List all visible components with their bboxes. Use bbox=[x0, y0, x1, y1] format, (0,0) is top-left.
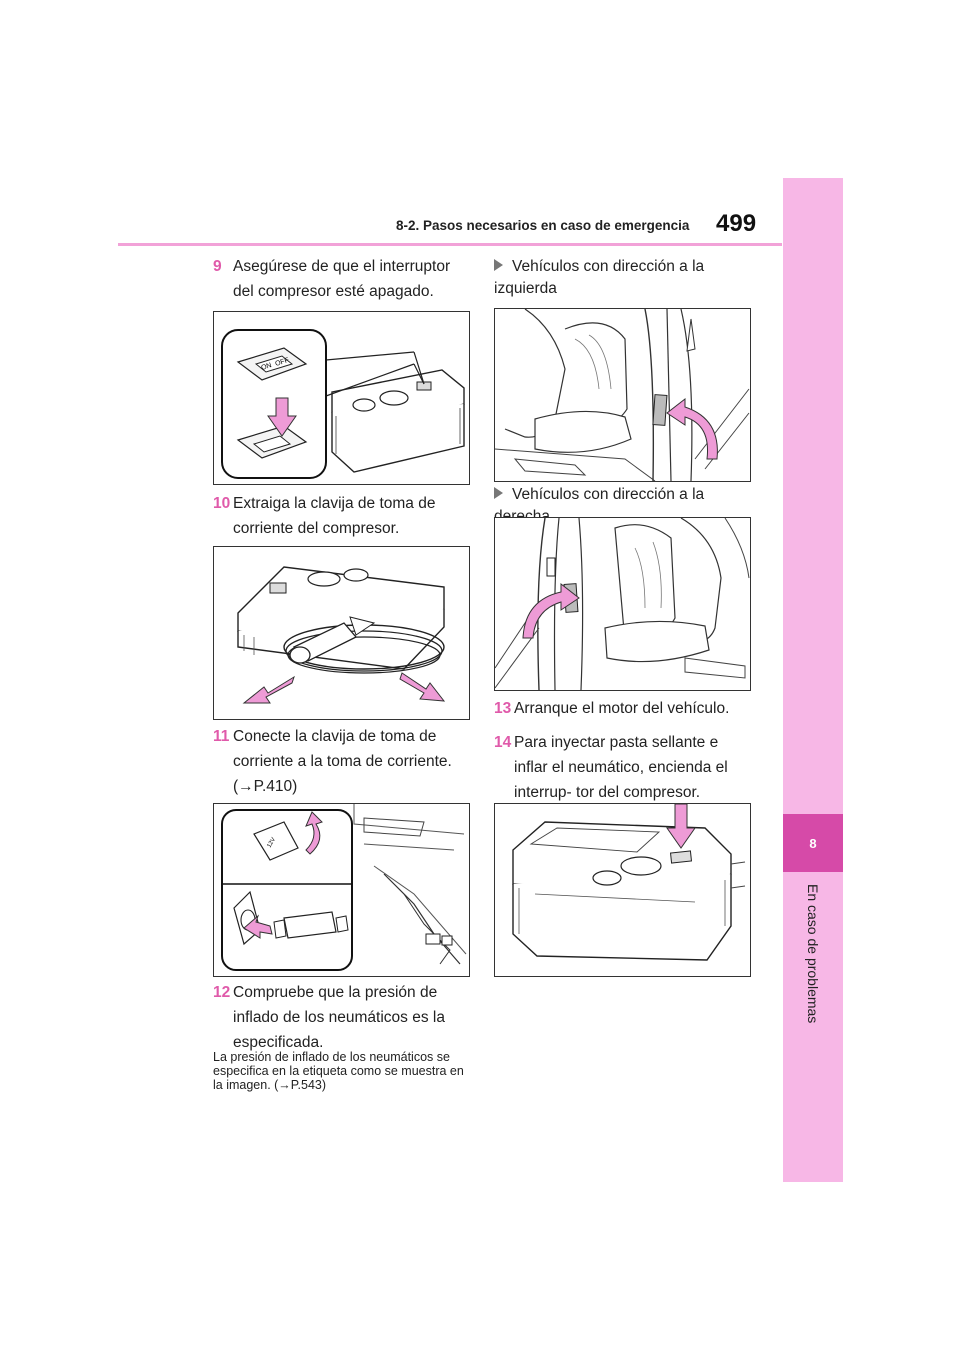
figure-rhd-door-label bbox=[494, 517, 751, 691]
pressure-note: La presión de inflado de los neumáticos … bbox=[213, 1050, 464, 1092]
step-text: Conecte la clavija de toma de corriente … bbox=[233, 728, 452, 795]
remove-plug-illustration bbox=[237, 566, 446, 704]
step-text: Asegúrese de que el interruptor del comp… bbox=[233, 258, 451, 300]
rhd-door-illustration bbox=[495, 518, 750, 690]
step-text: Extraiga la clavija de toma de corriente… bbox=[233, 495, 436, 537]
step-14: 14 Para inyectar pasta sellante e inflar… bbox=[494, 730, 756, 805]
step-number: 10 bbox=[213, 495, 231, 512]
switch-off-label: OFF bbox=[274, 357, 289, 368]
step-text: Para inyectar pasta sellante e inflar el… bbox=[514, 734, 728, 801]
switch-on-illustration bbox=[512, 804, 746, 961]
step-text: Arranque el motor del vehículo. bbox=[514, 700, 730, 717]
switch-on-label: ON bbox=[260, 362, 272, 372]
step-12: 12 Compruebe que la presión de inflado d… bbox=[213, 980, 463, 1055]
chapter-title: En caso de problemas bbox=[805, 884, 821, 1024]
step-number: 12 bbox=[213, 984, 231, 1001]
step-13: 13 Arranque el motor del vehículo. bbox=[494, 696, 764, 721]
header-rule bbox=[118, 243, 782, 246]
figure-switch-on bbox=[494, 803, 751, 977]
chapter-side-tab: 8 En caso de problemas bbox=[783, 178, 843, 1182]
step-9: 9 Asegúrese de que el interruptor del co… bbox=[213, 254, 463, 304]
step-number: 14 bbox=[494, 734, 512, 751]
step-11: 11 Conecte la clavija de toma de corrien… bbox=[213, 724, 463, 799]
page-number: 499 bbox=[716, 210, 757, 237]
connect-socket-illustration: 12V bbox=[221, 804, 467, 971]
step-number: 11 bbox=[213, 728, 230, 745]
figure-remove-plug bbox=[213, 546, 470, 720]
chapter-number: 8 bbox=[783, 814, 843, 872]
figure-compressor-switch: ON OFF bbox=[213, 311, 470, 485]
section-header: 8-2. Pasos necesarios en caso de emergen… bbox=[396, 218, 690, 233]
bullet-triangle-icon bbox=[494, 258, 503, 271]
lhd-door-illustration bbox=[495, 309, 750, 481]
compressor-switch-illustration: ON OFF bbox=[221, 329, 465, 479]
figure-connect-socket: 12V bbox=[213, 803, 470, 977]
bullet-triangle-icon bbox=[494, 486, 503, 499]
step-text: Compruebe que la presión de inflado de l… bbox=[233, 984, 445, 1051]
step-number: 9 bbox=[213, 258, 222, 275]
bullet-text: Vehículos con dirección a la izquierda bbox=[494, 258, 705, 297]
bullet-left-hand-drive: Vehículos con dirección a la izquierda bbox=[494, 256, 734, 300]
step-10: 10 Extraiga la clavija de toma de corrie… bbox=[213, 491, 463, 541]
socket-cap-label: 12V bbox=[267, 837, 278, 849]
step-number: 13 bbox=[494, 700, 512, 717]
figure-lhd-door-label bbox=[494, 308, 751, 482]
